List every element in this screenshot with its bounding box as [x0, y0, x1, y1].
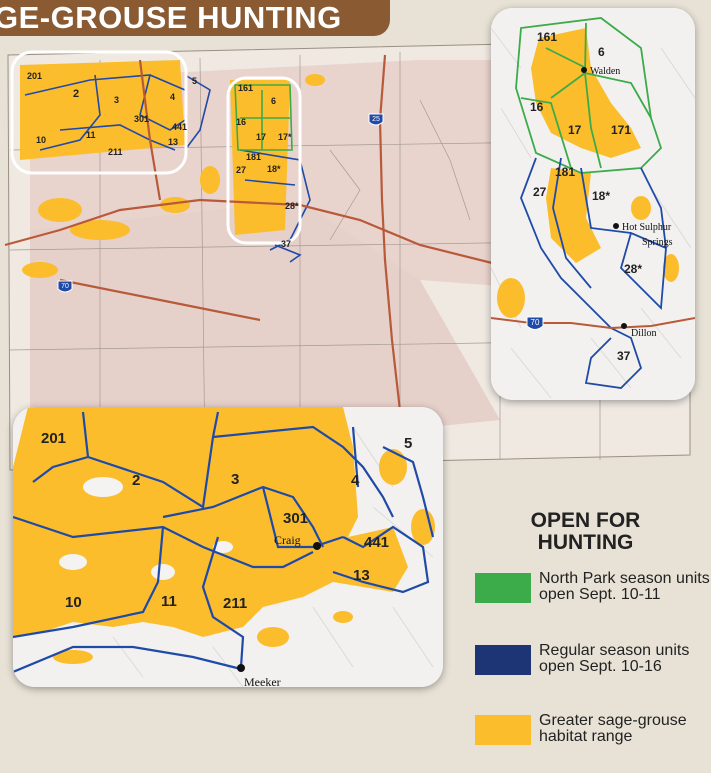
unit-label: 11	[161, 593, 177, 610]
main-unit-label: 181	[246, 152, 261, 162]
unit-label: 211	[223, 595, 247, 612]
main-unit-label: 211	[108, 147, 123, 157]
highway-shield-icon: 70	[526, 316, 544, 330]
unit-label: 3	[231, 471, 239, 488]
unit-label: 27	[533, 185, 547, 199]
unit-label: 6	[598, 45, 605, 59]
main-unit-label: 4	[170, 92, 175, 102]
main-unit-label: 161	[238, 83, 253, 93]
northwest-inset-map: Craig Meeker 201 2 3 4 5 301 441 13 10 1…	[13, 407, 443, 687]
unit-label: 10	[65, 594, 82, 611]
main-unit-label: 16	[236, 117, 246, 127]
town-label: Walden	[590, 66, 620, 77]
unit-label: 18*	[592, 189, 610, 203]
unit-label: 171	[611, 123, 631, 137]
legend: OPEN FOR HUNTING North Park season units…	[475, 509, 711, 745]
legend-title: OPEN FOR HUNTING	[530, 509, 641, 554]
main-unit-label: 18*	[267, 164, 281, 174]
main-unit-label: 11	[86, 130, 96, 140]
unit-label: 16	[530, 100, 544, 114]
town-label: Dillon	[631, 328, 657, 339]
unit-label: 2	[132, 472, 140, 489]
legend-label: Regular season units open Sept. 10-16	[539, 642, 690, 675]
svg-text:25: 25	[372, 116, 380, 123]
highway-shield-icon: 25	[368, 113, 384, 126]
main-unit-label: 6	[271, 96, 276, 106]
unit-label: 441	[364, 534, 389, 551]
page-title: GE-GROUSE HUNTING	[0, 0, 390, 36]
town-label: Meeker	[244, 675, 281, 687]
main-unit-label: 17*	[278, 132, 292, 142]
unit-label: 5	[404, 435, 412, 452]
legend-label: North Park season units open Sept. 10-11	[539, 570, 710, 603]
main-unit-label: 201	[27, 71, 42, 81]
main-unit-label: 27	[236, 165, 246, 175]
main-unit-label: 301	[134, 114, 149, 124]
habitat-swatch	[475, 715, 531, 745]
svg-text:70: 70	[61, 283, 69, 290]
main-unit-label: 13	[168, 137, 178, 147]
unit-label: 161	[537, 30, 557, 44]
unit-label: 4	[351, 472, 360, 489]
north-park-swatch	[475, 573, 531, 603]
unit-label: 37	[617, 349, 631, 363]
unit-label: 17	[568, 123, 582, 137]
north-park-inset-map: Walden Hot Sulphur Springs Dillon 161 6 …	[491, 8, 695, 400]
main-unit-label: 441	[172, 122, 187, 132]
town-label: Hot Sulphur	[622, 222, 672, 233]
main-unit-label: 28*	[285, 201, 299, 211]
unit-label: 201	[41, 430, 66, 447]
main-unit-label: 2	[73, 88, 79, 100]
svg-text:70: 70	[531, 318, 540, 327]
unit-label: 13	[353, 567, 370, 584]
highway-shield-icon: 70	[57, 280, 73, 293]
main-unit-label: 10	[36, 135, 46, 145]
unit-label: 301	[283, 510, 308, 527]
regular-season-swatch	[475, 645, 531, 675]
town-label: Springs	[642, 237, 673, 248]
main-unit-label: 3	[114, 95, 119, 105]
legend-label: Greater sage-grouse habitat range	[539, 712, 687, 745]
unit-label: 181	[555, 165, 575, 179]
town-label: Craig	[274, 533, 301, 547]
main-unit-label: 5	[192, 76, 197, 86]
main-unit-label: 37	[281, 239, 291, 249]
main-unit-label: 17	[256, 132, 266, 142]
unit-label: 28*	[624, 262, 642, 276]
